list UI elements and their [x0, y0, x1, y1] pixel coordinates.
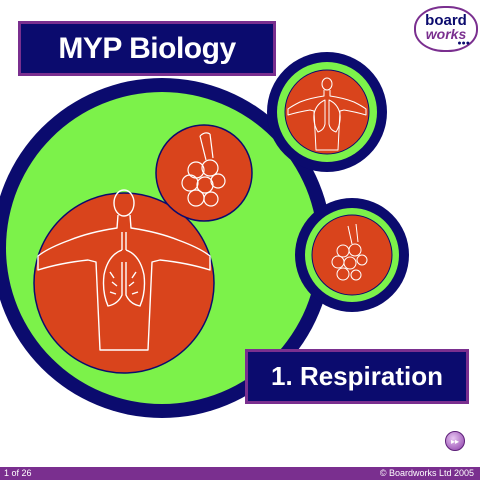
boardworks-logo: board works ●●●	[414, 6, 478, 52]
logo-dots-icon: ●●●	[457, 40, 470, 47]
alveoli-icon-small	[331, 223, 368, 281]
alveoli-icon	[181, 132, 226, 207]
logo-text-line2: works	[425, 26, 467, 42]
torso-lungs-icon-small	[287, 77, 367, 151]
slide-title: MYP Biology	[58, 31, 236, 65]
page-counter: 1 of 26	[4, 468, 32, 478]
logo-text-line1: board	[425, 12, 467, 29]
slide-subtitle: 1. Respiration	[271, 361, 443, 391]
footer-bar: 1 of 26 © Boardworks Ltd 2005	[0, 467, 480, 480]
title-banner: MYP Biology	[18, 21, 276, 76]
large-orange-circle	[33, 192, 215, 374]
top-right-circle-orange	[284, 69, 370, 155]
subtitle-banner: 1. Respiration	[245, 349, 469, 404]
torso-lungs-icon	[37, 189, 211, 351]
navigation-orb-icon[interactable]: ▸▸	[445, 431, 465, 451]
copyright-text: © Boardworks Ltd 2005	[379, 468, 474, 478]
